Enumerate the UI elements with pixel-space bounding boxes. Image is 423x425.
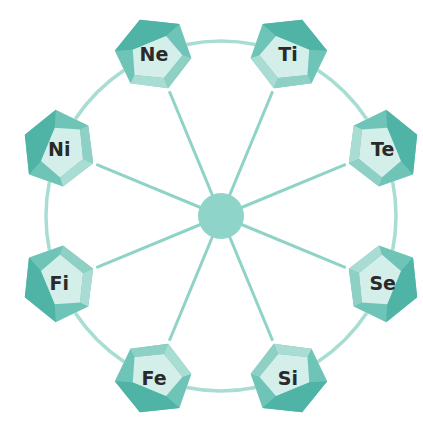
node-label: Te — [371, 138, 394, 160]
node-label: Ne — [140, 43, 169, 65]
gem-node: Ne — [114, 14, 194, 94]
gem-node: Te — [343, 109, 423, 189]
node-label: Fi — [50, 272, 70, 294]
hub-circle — [198, 193, 244, 239]
gem-node: Se — [343, 243, 423, 323]
node-label: Se — [369, 272, 396, 294]
ring-arc — [75, 313, 124, 362]
ring-arc — [186, 388, 255, 391]
gem-node: Fi — [19, 243, 99, 323]
node-label: Ni — [48, 138, 70, 160]
ring-arc — [75, 70, 124, 119]
ring-arc — [186, 41, 255, 44]
ring-arc — [46, 181, 49, 250]
ring-arc — [318, 313, 367, 362]
node-label: Si — [278, 367, 298, 389]
node-label: Ti — [278, 43, 297, 65]
ring-arc — [318, 70, 367, 119]
node-label: Fe — [141, 367, 166, 389]
gem-node: Fe — [114, 338, 194, 418]
gem-node: Ti — [248, 14, 328, 94]
ring-arc — [393, 181, 396, 250]
gem-node: Si — [248, 338, 328, 418]
gem-node: Ni — [19, 109, 99, 189]
